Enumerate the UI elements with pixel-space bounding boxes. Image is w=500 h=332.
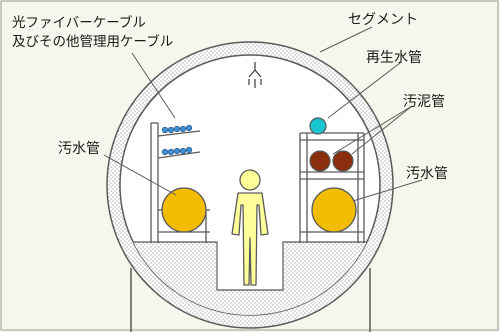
sewage-pipe-left-label: 汚水管: [58, 141, 100, 157]
sewage-pipe-left: [161, 187, 207, 233]
person-figure: [231, 169, 269, 286]
right-rack: [299, 132, 365, 243]
reclaimed-water-pipe: [309, 117, 327, 135]
sewage-pipe-right: [311, 187, 357, 233]
reclaimed-water-pipe-label: 再生水管: [366, 50, 422, 66]
cable-bundle-upper: [161, 124, 193, 134]
leader-lines: [103, 26, 423, 202]
fiber-cable-label-line1: 光ファイバーケーブル: [12, 15, 146, 31]
sludge-pipe-left: [309, 150, 331, 172]
lamp-icon: [248, 62, 262, 88]
sludge-pipe-label: 汚泥管: [403, 94, 445, 110]
sewage-pipe-right-label: 汚水管: [406, 166, 448, 182]
fiber-cable-label-line2: 及びその他管理用ケーブル: [12, 34, 174, 50]
segment-label: セグメント: [348, 12, 418, 28]
sludge-pipe-right: [332, 150, 354, 172]
cable-bundle-lower: [161, 146, 193, 156]
